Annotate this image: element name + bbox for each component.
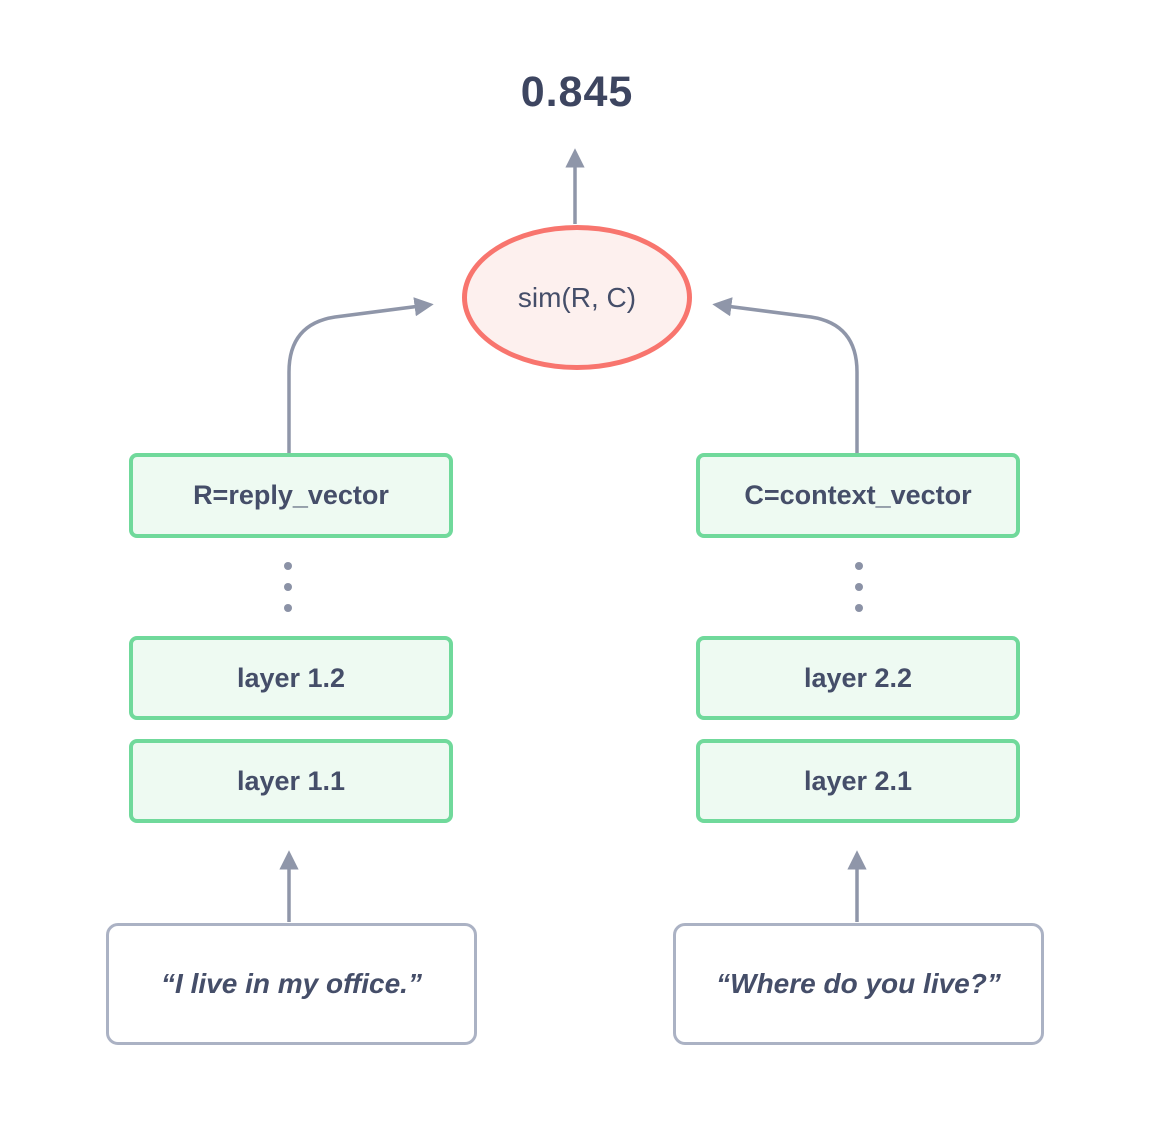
context-vector-box: C=context_vector	[696, 453, 1020, 538]
vertical-ellipsis-icon	[853, 562, 865, 612]
layer-2-2-box: layer 2.2	[696, 636, 1020, 720]
reply-vector-box: R=reply_vector	[129, 453, 453, 538]
arrow-context-to-sim-icon	[712, 297, 859, 457]
context-input-box: “Where do you live?”	[673, 923, 1044, 1045]
layer-2-1-label: layer 2.1	[803, 765, 913, 796]
layer-1-1-label: layer 1.1	[236, 765, 346, 796]
layer-1-2-box: layer 1.2	[129, 636, 453, 720]
similarity-score: 0.845	[520, 68, 634, 116]
layer-2-1-box: layer 2.1	[696, 739, 1020, 823]
vertical-ellipsis-icon	[282, 562, 294, 612]
reply-input-box: “I live in my office.”	[106, 923, 477, 1045]
reply-vector-label: R=reply_vector	[193, 480, 389, 510]
similarity-node-label: sim(R, C)	[517, 281, 637, 313]
arrow-reply-to-sim-icon	[287, 297, 434, 457]
context-vector-label: C=context_vector	[744, 480, 972, 510]
layer-1-2-label: layer 1.2	[236, 662, 346, 693]
reply-input-text: “I live in my office.”	[161, 968, 422, 999]
context-input-text: “Where do you live?”	[716, 968, 1001, 999]
similarity-node: sim(R, C)	[462, 225, 692, 370]
layer-2-2-label: layer 2.2	[803, 662, 913, 693]
layer-1-1-box: layer 1.1	[129, 739, 453, 823]
